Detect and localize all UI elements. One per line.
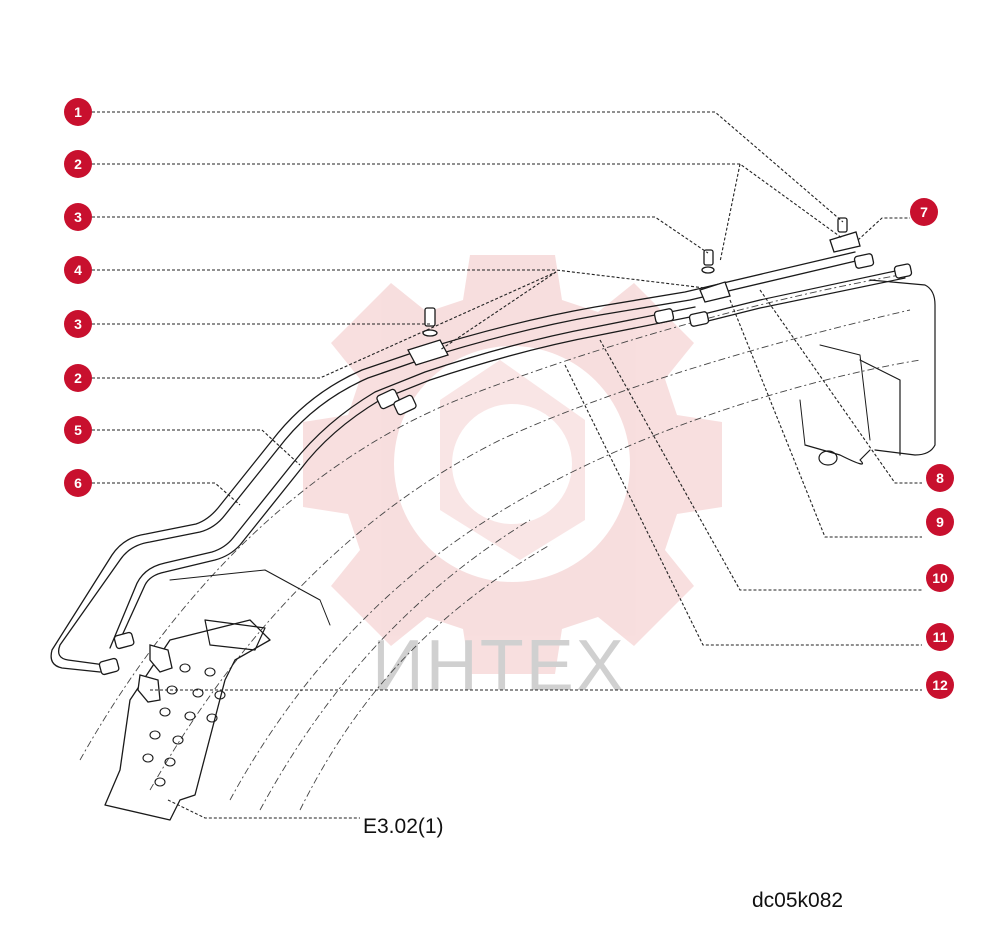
svg-text:11: 11 — [933, 629, 948, 645]
svg-text:3: 3 — [74, 316, 82, 332]
svg-text:12: 12 — [932, 677, 948, 693]
svg-text:3: 3 — [74, 209, 82, 225]
reference-label: E3.02(1) — [363, 815, 444, 838]
callout-1: 1 — [64, 98, 92, 126]
svg-text:9: 9 — [936, 514, 944, 530]
svg-text:7: 7 — [920, 204, 928, 220]
svg-text:10: 10 — [932, 570, 948, 586]
svg-text:6: 6 — [74, 475, 82, 491]
callout-2-top: 2 — [64, 150, 92, 178]
watermark-gear-logo — [303, 255, 722, 674]
watermark-text: ИНТЕХ — [372, 626, 626, 706]
callout-11: 11 — [926, 623, 954, 651]
svg-text:2: 2 — [74, 370, 82, 386]
mounting-plate — [104, 569, 331, 821]
drawing-code: dc05k082 — [752, 889, 843, 912]
svg-text:2: 2 — [74, 156, 82, 172]
svg-text:4: 4 — [74, 262, 82, 278]
callout-6: 6 — [64, 469, 92, 497]
leader-lines — [92, 111, 922, 819]
callout-4: 4 — [64, 256, 92, 284]
callout-3-bottom: 3 — [64, 310, 92, 338]
callout-5: 5 — [64, 416, 92, 444]
callout-12: 12 — [926, 671, 954, 699]
callout-9: 9 — [926, 508, 954, 536]
callout-2-bottom: 2 — [64, 364, 92, 392]
svg-text:8: 8 — [936, 470, 944, 486]
fittings — [98, 217, 913, 703]
boom-arm-outline — [79, 274, 936, 811]
callout-10: 10 — [926, 564, 954, 592]
callout-8: 8 — [926, 464, 954, 492]
svg-text:5: 5 — [74, 422, 82, 438]
svg-text:1: 1 — [74, 104, 82, 120]
hydraulic-lines — [50, 251, 906, 673]
callout-3-top: 3 — [64, 203, 92, 231]
callout-7: 7 — [910, 198, 938, 226]
